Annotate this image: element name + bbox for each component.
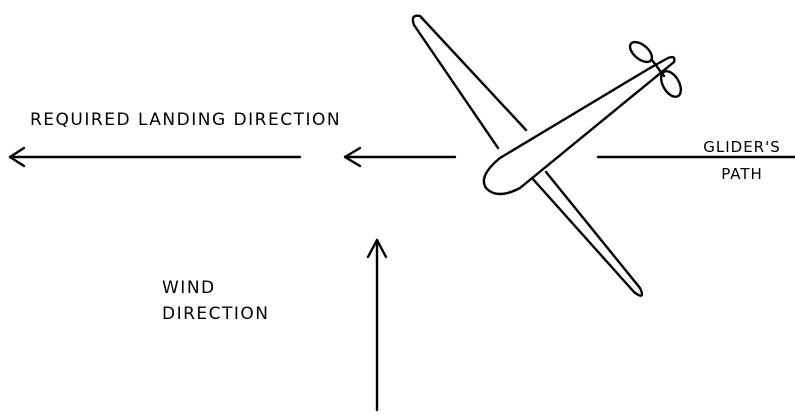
wind-direction-arrow [368, 240, 386, 410]
glider-path-label-line1: GLIDER'S [692, 140, 792, 155]
wind-direction-label-line2: DIRECTION [162, 302, 270, 328]
landing-direction-arrow [10, 148, 300, 166]
wind-direction-label: WIND DIRECTION [162, 276, 270, 327]
glider-heading-arrow [345, 148, 455, 166]
required-landing-direction-label: REQUIRED LANDING DIRECTION [30, 112, 341, 129]
glider-path-label-line2: PATH [692, 167, 792, 182]
glider-icon [413, 16, 685, 296]
wind-direction-label-line1: WIND [162, 276, 270, 302]
glider-path-label: GLIDER'S PATH [692, 140, 792, 182]
